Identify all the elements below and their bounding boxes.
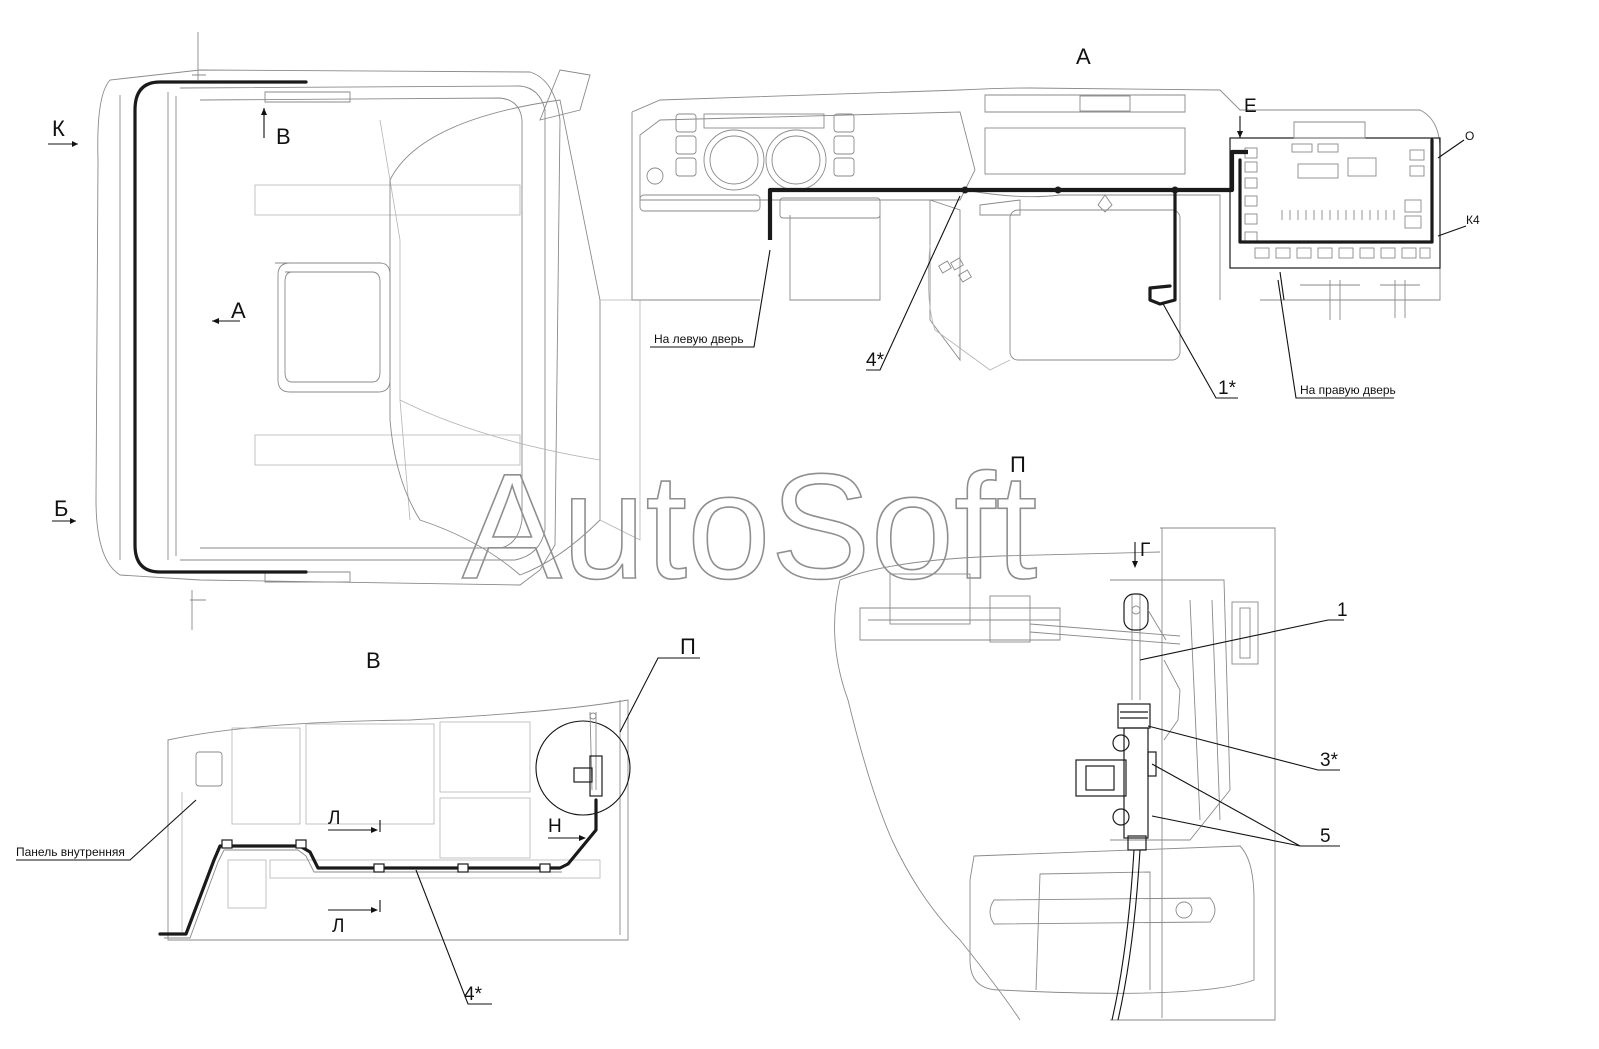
callout-left-door: На левую дверь [654,332,744,346]
view-a-dashboard: А [631,44,1480,399]
arrow-label-n: Н [548,816,562,837]
fuse-row [1281,210,1395,220]
callout-right-door: На правую дверь [1300,383,1396,397]
view-p-lock-detail: П Г 1 [834,452,1348,1021]
side-label-k4: К4 [1466,213,1480,227]
callout-1-star: 1* [1218,378,1237,399]
view-v-door-panel: В П Л Л Н Панель вну [16,634,700,1005]
arrow-label-a: А [231,298,246,323]
side-label-o: О [1465,129,1474,143]
callout-1: 1 [1337,600,1348,621]
section-label-l-bottom: Л [332,916,344,937]
callout-4-star-v: 4* [464,984,483,1005]
connector-row [1254,247,1431,259]
view-a-title: А [1076,44,1091,69]
arrow-label-k: К [52,116,65,141]
watermark-logo: AutoSoft [462,442,1037,610]
arrow-label-v: В [276,124,291,149]
view-p-title: П [1010,452,1026,477]
arrow-label-e: Е [1244,96,1257,117]
arrow-label-b: Б [54,496,68,521]
cab-top-view: К В А Б [48,32,641,630]
arrow-label-g: Г [1140,540,1150,561]
callout-4-star-a: 4* [866,350,885,371]
callout-panel-inner: Панель внутренняя [16,845,125,859]
section-label-l-top: Л [328,808,340,829]
fuse-box [1229,137,1441,269]
detail-label-p: П [680,634,696,659]
view-v-title: В [366,648,381,673]
callout-5: 5 [1320,826,1331,847]
callout-3-star: 3* [1320,750,1339,771]
